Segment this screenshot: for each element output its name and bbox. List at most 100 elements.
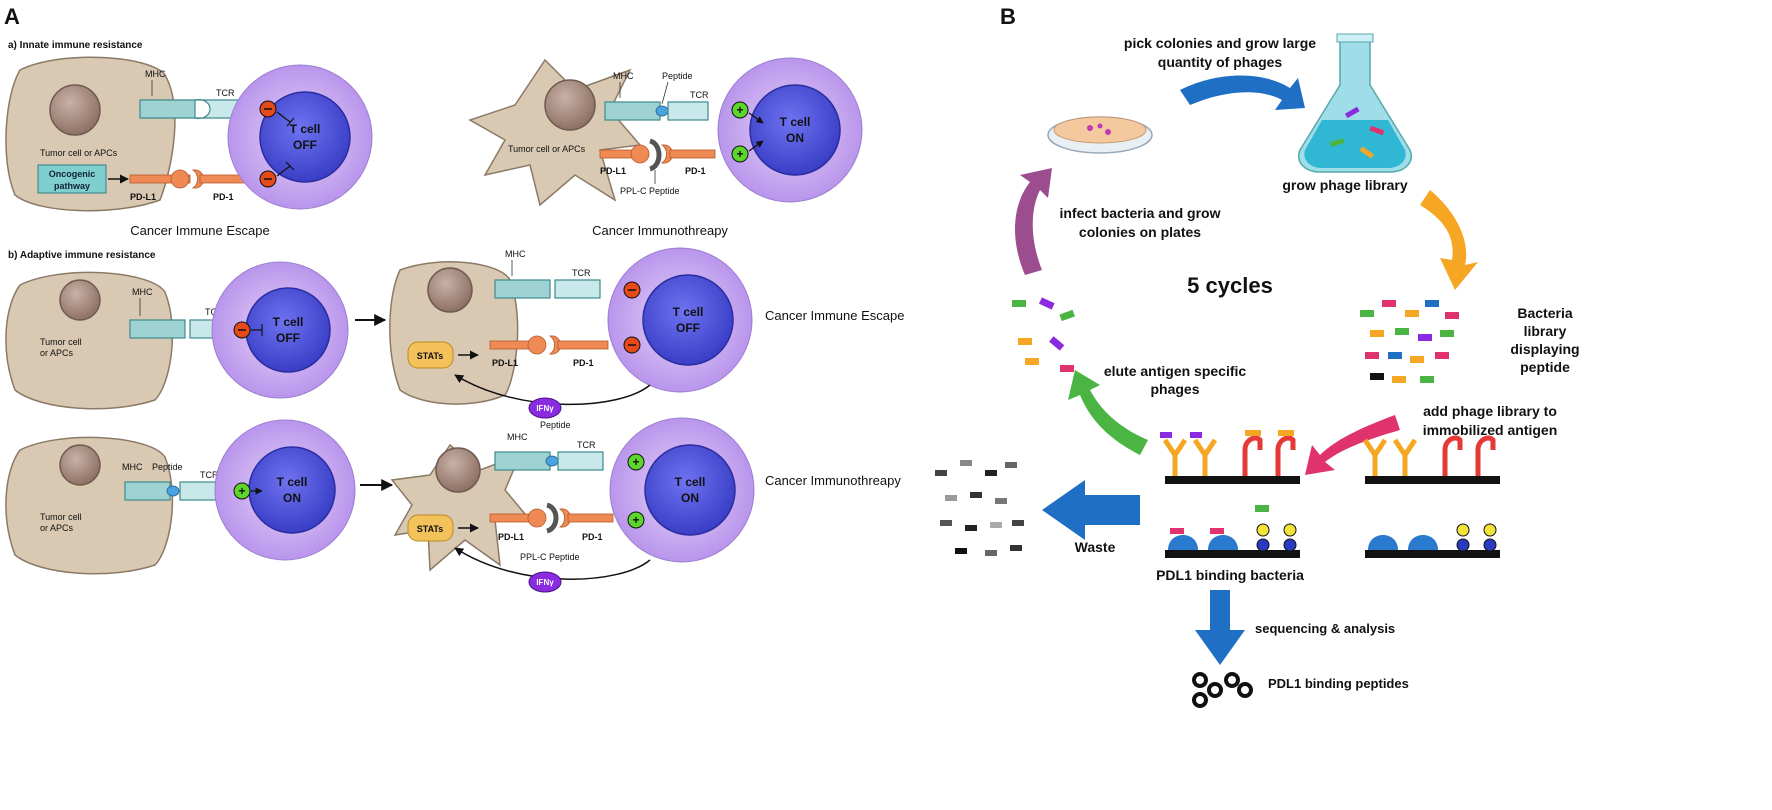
tcr-label-5: TCR <box>200 470 219 480</box>
tcell-state-3: OFF <box>276 331 300 345</box>
stats-label: STATs <box>417 351 444 361</box>
pdl1-head <box>170 169 190 189</box>
tumor-label-3b: or APCs <box>40 348 74 358</box>
bacteria-line-1: Bacteria <box>1517 305 1572 321</box>
bacteria-line-3: displaying <box>1510 341 1579 357</box>
pdl1-label-6: PD-L1 <box>498 532 524 542</box>
arrow-infect <box>1014 168 1052 275</box>
tcr-label-2: TCR <box>690 90 709 100</box>
elute-line-2: phages <box>1150 381 1199 397</box>
ifny-label: IFNγ <box>536 404 554 413</box>
therapy-caption: Cancer Immunothreapy <box>592 223 728 238</box>
pdl1-stalk <box>129 174 191 184</box>
peptide-label-5: Peptide <box>152 462 183 472</box>
adaptive-escape-left: Tumor cell or APCs MHC TCR T cell OFF <box>5 261 349 410</box>
section-b-title: b) Adaptive immune resistance <box>8 250 156 261</box>
peptide-label-6: Peptide <box>540 420 571 430</box>
svg-text:+: + <box>736 147 743 161</box>
stats-label-2: STATs <box>417 524 444 534</box>
escape-caption: Cancer Immune Escape <box>130 223 269 238</box>
tumor-nucleus-2 <box>544 79 596 131</box>
waste-phages <box>935 460 1024 556</box>
arrow-pick <box>1180 75 1305 110</box>
pd1-label-2: PD-1 <box>685 166 706 176</box>
tcell-state-4: OFF <box>676 321 700 335</box>
section-a-title: a) Innate immune resistance <box>8 40 143 51</box>
pd1-stalk-2 <box>669 149 716 159</box>
mhc-label-4: MHC <box>505 249 526 259</box>
tumor-label: Tumor cell or APCs <box>40 148 118 158</box>
tcell-state-6: ON <box>681 491 699 505</box>
ppl-c-label-6: PPL-C Peptide <box>520 552 580 562</box>
activate-sign-1 <box>731 101 749 119</box>
pdl1-head-2 <box>630 144 650 164</box>
tcell-label-2: T cell <box>780 115 811 129</box>
pdl1-binding-bacteria-label: PDL1 binding bacteria <box>1156 567 1304 583</box>
infect-line-2: colonies on plates <box>1079 224 1201 240</box>
side-escape-label: Cancer Immune Escape <box>765 308 904 323</box>
svg-text:+: + <box>632 513 639 527</box>
innate-therapy-group: Tumor cell or APCs MHC Peptide TCR PD-L1… <box>468 57 863 207</box>
arrow-add <box>1305 415 1400 475</box>
pd1-label-4: PD-1 <box>573 358 594 368</box>
tcr-label-4: TCR <box>572 268 591 278</box>
eluted-bacteria <box>1012 297 1075 372</box>
mhc-label-5: MHC <box>122 462 143 472</box>
oncogenic-label-2: pathway <box>54 181 90 191</box>
stats-box <box>407 341 454 369</box>
ifny-feedback-arrow <box>454 374 651 406</box>
pd1-head <box>191 169 204 189</box>
phage-flask <box>1298 33 1412 173</box>
waste-label: Waste <box>1075 539 1116 555</box>
tcell-label-4: T cell <box>673 305 704 319</box>
bacteria-line-2: library <box>1524 323 1567 339</box>
arrow-waste <box>1042 480 1140 540</box>
tcr-receptor-2 <box>667 101 709 121</box>
tcell-label: T cell <box>290 122 321 136</box>
tcell-state-2: ON <box>786 131 804 145</box>
mhc-label-2: MHC <box>613 71 634 81</box>
petri-dish <box>1047 116 1153 154</box>
add-line-2: immobilized antigen <box>1423 422 1558 438</box>
arrow-sequencing <box>1195 590 1245 665</box>
svg-text:+: + <box>736 103 743 117</box>
activate-sign-2 <box>731 145 749 163</box>
tcell-inner-2 <box>749 84 841 176</box>
mhc-label-3: MHC <box>132 287 153 297</box>
binding-plate-top <box>1160 430 1300 484</box>
ppl-c-label: PPL-C Peptide <box>620 186 680 196</box>
elute-line-1: elute antigen specific <box>1104 363 1247 379</box>
pd1-label-6: PD-1 <box>582 532 603 542</box>
mhc-receptor-2 <box>604 101 661 121</box>
tumor-label-3a: Tumor cell <box>40 337 82 347</box>
sequencing-label: sequencing & analysis <box>1255 621 1395 636</box>
adaptive-therapy-right: STATs MHC Peptide TCR PD-L1 PD-1 PPL-C P… <box>390 417 755 593</box>
ifny-label-2: IFNγ <box>536 578 554 587</box>
ppl-c-peptide-arc <box>648 138 662 172</box>
pdl1-label-2: PD-L1 <box>600 166 626 176</box>
tcell-inner <box>259 91 351 183</box>
side-therapy-label: Cancer Immunothreapy <box>765 473 901 488</box>
cycles-label: 5 cycles <box>1187 273 1273 298</box>
tcr-receptor <box>194 99 241 119</box>
pick-colonies-1: pick colonies and grow large <box>1124 35 1316 51</box>
tcell-state: OFF <box>293 138 317 152</box>
pdl1-label-4: PD-L1 <box>492 358 518 368</box>
tumor-label-5a: Tumor cell <box>40 512 82 522</box>
pd1-stalk <box>199 174 246 184</box>
adaptive-therapy-left: Tumor cell or APCs MHC Peptide TCR T cel… <box>5 419 356 575</box>
tumor-cell-star <box>468 58 642 207</box>
bacteria-library-cluster <box>1360 300 1459 383</box>
tumor-label-2: Tumor cell or APCs <box>508 144 586 154</box>
oncogenic-label-1: Oncogenic <box>49 169 96 179</box>
grow-library-label: grow phage library <box>1282 177 1407 193</box>
panel-a-letter: A <box>4 4 20 29</box>
mhc-label-6: MHC <box>507 432 528 442</box>
tumor-label-5b: or APCs <box>40 523 74 533</box>
tcr-label-6: TCR <box>577 440 596 450</box>
ifny-badge <box>528 397 562 419</box>
mhc-receptor <box>139 99 196 119</box>
peptide-label: Peptide <box>662 71 693 81</box>
svg-text:+: + <box>238 484 245 498</box>
